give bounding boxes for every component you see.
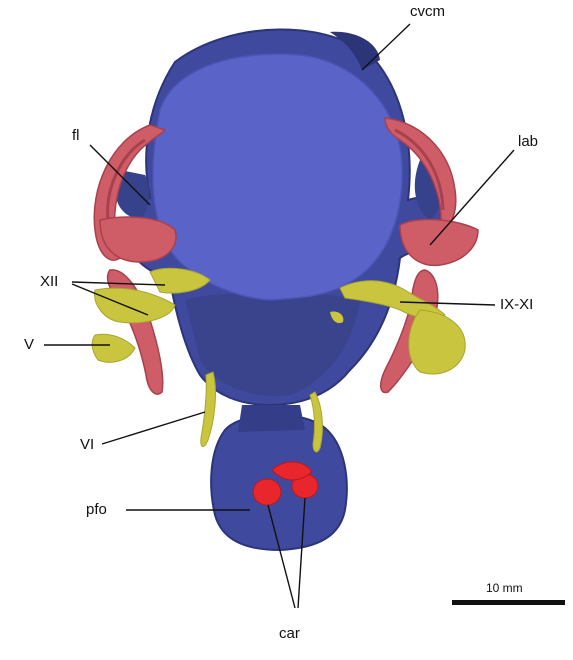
label-car: car	[279, 626, 300, 641]
label-ix-xi: IX-XI	[500, 297, 533, 312]
leader-vi	[102, 412, 205, 444]
scale-bar-label: 10 mm	[486, 582, 523, 594]
label-xii: XII	[40, 274, 58, 289]
cut-face	[153, 54, 402, 300]
label-lab: lab	[518, 134, 538, 149]
label-fl: fl	[72, 128, 80, 143]
scale-bar	[452, 600, 565, 605]
pituitary-region	[211, 405, 347, 550]
label-cvcm: cvcm	[410, 4, 445, 19]
label-pfo: pfo	[86, 502, 107, 517]
label-vi: VI	[80, 437, 94, 452]
label-v: V	[24, 337, 34, 352]
